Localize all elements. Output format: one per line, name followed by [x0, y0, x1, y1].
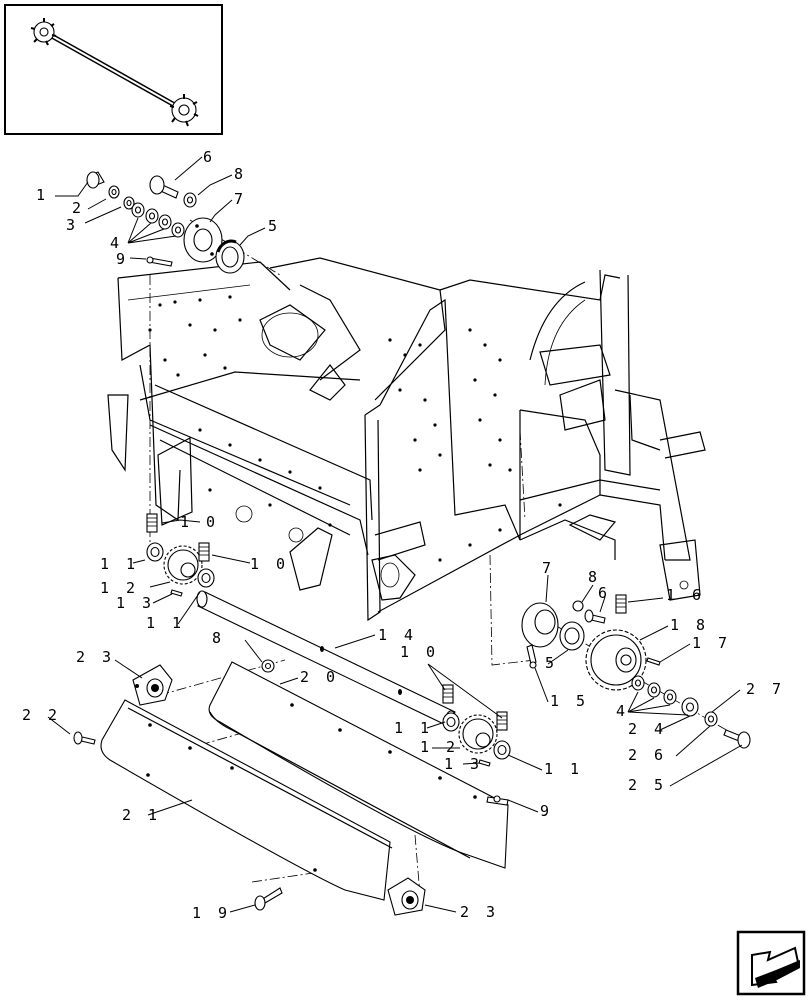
- right-lower-sprocket-group: [442, 684, 511, 767]
- callout-23: 2 3: [76, 648, 115, 666]
- leader-lines: [47, 156, 743, 913]
- bearing-block-23-bottom: [387, 877, 426, 916]
- left-sprocket: [163, 545, 203, 585]
- callout-27: 2 7: [746, 680, 785, 698]
- callout-17: 1 7: [692, 634, 731, 652]
- callout-24: 2 4: [628, 720, 667, 738]
- callout-8: 8: [588, 568, 601, 586]
- small-hardware: [73, 659, 509, 911]
- top-bearing-hardware: [86, 171, 245, 274]
- callout-6: 6: [203, 148, 216, 166]
- callout-18: 1 8: [670, 616, 709, 634]
- callout-10: 1 0: [250, 555, 289, 573]
- right-drive-hardware: [521, 594, 751, 749]
- callout-11: 1 1: [146, 614, 185, 632]
- callout-13: 1 3: [444, 755, 483, 773]
- callout-4: 4: [616, 702, 629, 720]
- callout-11: 1 1: [544, 760, 583, 778]
- callout-7: 7: [542, 559, 555, 577]
- bearing-block-23-top: [132, 664, 173, 706]
- callout-8: 8: [212, 629, 225, 647]
- callout-23: 2 3: [460, 903, 499, 921]
- callout-26: 2 6: [628, 746, 667, 764]
- callout-20: 2 0: [300, 668, 339, 686]
- callout-14: 1 4: [378, 626, 417, 644]
- callout-11: 1 1: [394, 719, 433, 737]
- shaft-assembly-thumbnail-icon: [30, 18, 199, 127]
- large-sprocket: [585, 629, 647, 691]
- callout-12: 1 2: [420, 738, 459, 756]
- callout-5: 5: [268, 217, 281, 235]
- callout-10: 1 0: [180, 513, 219, 531]
- callout-1: 1: [36, 186, 49, 204]
- callout-13: 1 3: [116, 594, 155, 612]
- callout-19: 1 9: [192, 904, 231, 922]
- callout-8: 8: [234, 165, 247, 183]
- callout-5: 5: [545, 654, 558, 672]
- callout-12: 1 2: [100, 579, 139, 597]
- shield-cover-20: [208, 661, 509, 869]
- callout-11: 1 1: [100, 555, 139, 573]
- callout-21: 2 1: [122, 806, 161, 824]
- callout-16: 1 6: [666, 586, 705, 604]
- callout-2: 2: [72, 199, 85, 217]
- callout-4: 4: [110, 234, 123, 252]
- callout-22: 2 2: [22, 706, 61, 724]
- callout-3: 3: [66, 216, 79, 234]
- callout-15: 1 5: [550, 692, 589, 710]
- inset-thumbnail: [4, 4, 223, 135]
- callout-10: 1 0: [400, 643, 439, 661]
- left-sprocket-group: [146, 513, 215, 597]
- callout-labels: 1 2 3 4 5 6 7 8 9 1 0 1 0 1 1 1 2 1 3 1 …: [22, 148, 785, 922]
- next-page-arrow-icon[interactable]: [736, 930, 806, 996]
- frame-holes: [148, 295, 562, 562]
- baler-frame: [107, 257, 706, 622]
- shield-cover-21: [100, 699, 393, 901]
- callout-7: 7: [234, 190, 247, 208]
- callout-9: 9: [540, 802, 553, 820]
- callout-25: 2 5: [628, 776, 667, 794]
- callout-9: 9: [116, 250, 129, 268]
- callout-6: 6: [598, 584, 611, 602]
